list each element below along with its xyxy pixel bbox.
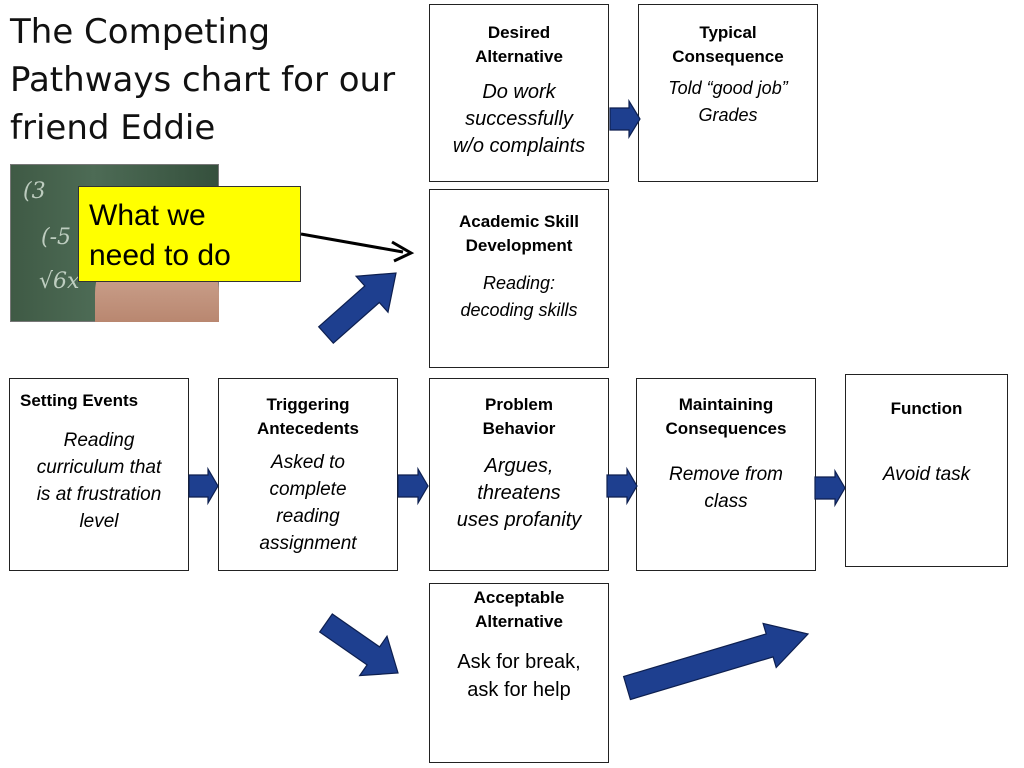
- box-body: threatens: [477, 482, 561, 504]
- box-header: Maintaining: [678, 395, 774, 414]
- box-header: Antecedents: [256, 419, 360, 438]
- box-body: reading: [276, 506, 340, 527]
- box-body: complete: [269, 479, 347, 500]
- maintaining-consequences-box: Maintaining Consequences Remove from cla…: [636, 378, 816, 571]
- box-body: Argues,: [484, 455, 554, 477]
- box-header: Problem: [484, 395, 554, 414]
- box-body: Do work: [482, 81, 556, 103]
- box-body: decoding skills: [460, 300, 578, 320]
- box-header: Desired: [487, 23, 551, 42]
- box-header: Acceptable: [473, 588, 565, 607]
- box-header: Typical: [699, 23, 757, 42]
- arrow-right-icon: [397, 466, 429, 506]
- chalk-mark: √6x: [39, 269, 80, 294]
- typical-consequence-box: Typical Consequence Told “good job” Grad…: [638, 4, 818, 182]
- callout-line: What we: [89, 199, 206, 232]
- box-header: Behavior: [482, 419, 556, 438]
- box-header: Alternative: [475, 612, 563, 631]
- arrow-right-icon: [188, 466, 219, 506]
- box-body: Remove from: [668, 464, 784, 485]
- triggering-antecedents-box: Triggering Antecedents Asked to complete…: [218, 378, 398, 571]
- box-body: Asked to: [271, 452, 345, 473]
- box-header: Function: [890, 399, 963, 418]
- box-body: class: [704, 491, 748, 512]
- arrow-right-icon: [606, 466, 638, 506]
- callout-line: need to do: [89, 239, 231, 272]
- academic-skill-box: Academic Skill Development Reading: deco…: [429, 189, 609, 368]
- setting-events-box: Setting Events Reading curriculum that i…: [9, 378, 189, 571]
- chalk-mark: (-5: [41, 225, 72, 250]
- desired-alternative-box: Desired Alternative Do work successfully…: [429, 4, 609, 182]
- box-header: Consequences: [665, 419, 787, 438]
- box-body: Grades: [698, 105, 758, 125]
- box-header: Setting Events: [20, 391, 139, 410]
- box-body: curriculum that: [36, 457, 162, 478]
- arrow-right-icon: [814, 468, 846, 508]
- function-box: Function Avoid task: [845, 374, 1008, 567]
- box-body: ask for help: [467, 679, 571, 701]
- box-body: Reading:: [482, 273, 556, 293]
- box-body: level: [79, 511, 119, 532]
- callout-pointer-line: [300, 232, 404, 254]
- callout-box: What we need to do: [78, 186, 301, 282]
- box-body: is at frustration: [36, 484, 162, 505]
- callout-pointer-head-icon: [391, 240, 415, 263]
- box-header: Academic Skill: [458, 212, 579, 231]
- acceptable-alternative-box: Acceptable Alternative Ask for break, as…: [429, 583, 609, 763]
- box-header: Triggering: [266, 395, 350, 414]
- slide-title: The Competing Pathways chart for our fri…: [10, 12, 396, 148]
- box-body: Told “good job”: [668, 78, 788, 98]
- arrow-up-right-icon: [622, 622, 810, 701]
- box-body: w/o complaints: [452, 135, 586, 157]
- box-body: successfully: [465, 108, 573, 130]
- arrow-up-right-icon: [317, 272, 397, 345]
- arrow-down-right-icon: [318, 613, 399, 677]
- chalk-mark: (3: [23, 179, 46, 204]
- box-body: assignment: [259, 533, 357, 554]
- box-header: Development: [465, 236, 573, 255]
- box-body: uses profanity: [456, 509, 582, 531]
- box-body: Avoid task: [882, 464, 971, 485]
- arrow-right-icon: [609, 98, 641, 140]
- box-body: Reading: [63, 430, 135, 451]
- box-header: Alternative: [475, 47, 563, 66]
- problem-behavior-box: Problem Behavior Argues, threatens uses …: [429, 378, 609, 571]
- box-body: Ask for break,: [457, 651, 581, 673]
- box-header: Consequence: [672, 47, 784, 66]
